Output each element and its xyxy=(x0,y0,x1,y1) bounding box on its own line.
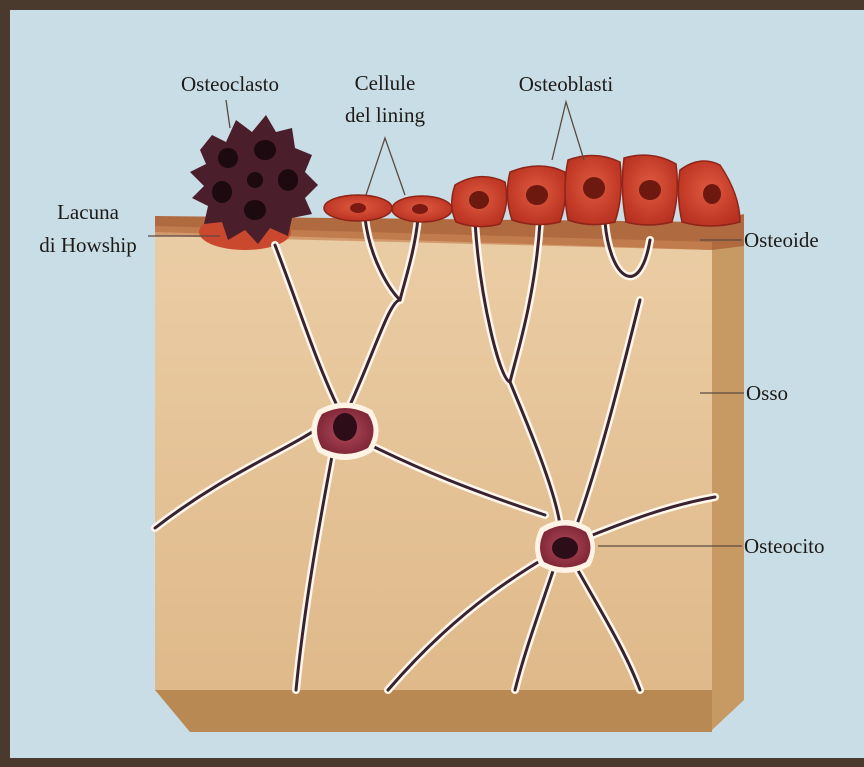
osteoblast-4 xyxy=(622,155,677,225)
osteoblast-2 xyxy=(507,166,565,225)
bone-side-face xyxy=(712,214,744,730)
label-howship-line2: di Howship xyxy=(39,233,136,257)
label-osteocyte: Osteocito xyxy=(744,534,824,558)
label-howship-line1: Lacuna xyxy=(57,200,119,224)
label-osteoclast: Osteoclasto xyxy=(181,72,279,96)
bone-bottom-face xyxy=(155,690,712,732)
label-bone: Osso xyxy=(746,381,788,405)
osteoblast-3 xyxy=(565,155,621,224)
osteocyte-upper xyxy=(312,403,379,461)
lining-cell-1 xyxy=(324,195,392,221)
label-lining-line2: del lining xyxy=(345,103,425,127)
lining-cell-2 xyxy=(392,196,452,222)
osteocyte-lower xyxy=(535,520,595,573)
osteoblast-1 xyxy=(452,177,507,227)
label-lining-line1: Cellule xyxy=(355,71,416,95)
label-osteoblasts: Osteoblasti xyxy=(519,72,614,96)
label-osteoid: Osteoide xyxy=(744,228,819,252)
bone-front-face xyxy=(155,226,712,690)
